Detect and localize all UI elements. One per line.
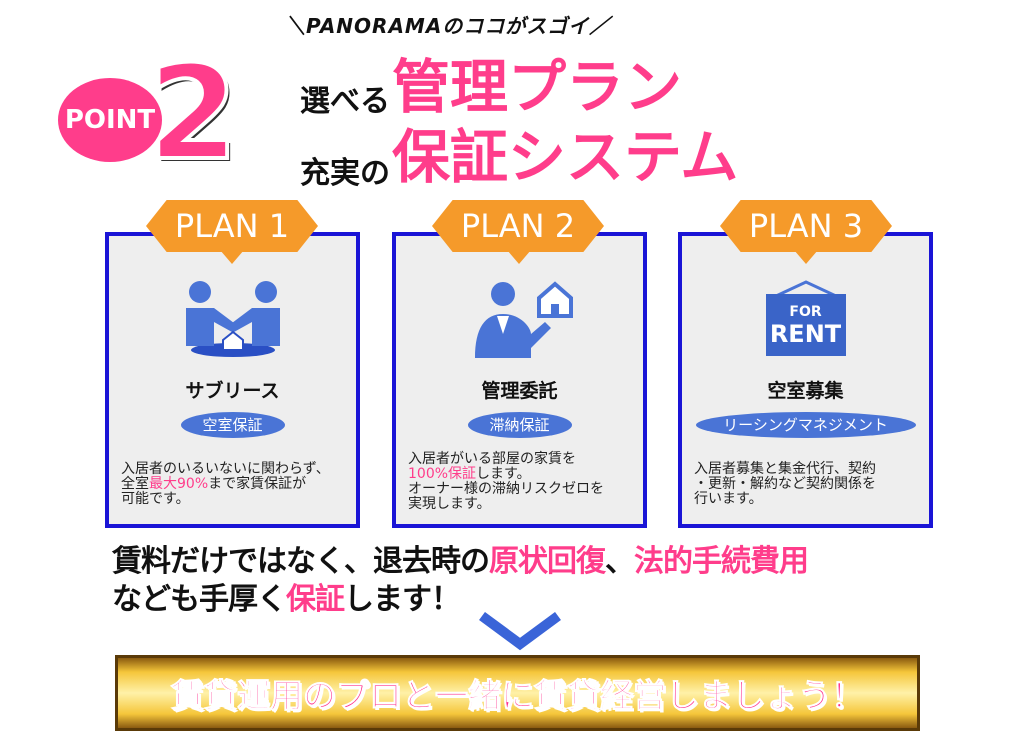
summary-text: 、 [605,544,635,579]
agent-with-house-icon [465,280,575,364]
cta-banner: 賃貸運用のプロと一緒に賃貸経営しましょう！ [115,655,920,731]
desc-text: 行います。 [694,491,763,507]
point-badge: POINT [58,78,162,162]
chevron-down-icon [479,612,561,651]
heading-2-prefix: 充実の [300,156,390,191]
point-number: 2 [146,37,240,189]
plan-tag-1: PLAN 1 [146,200,318,252]
desc-text: オーナー様の滞納リスクゼロを [408,481,604,497]
desc-text: 入居者募集と集金代行、契約 [694,461,876,477]
plan-pill: リーシングマネジメント [695,412,916,438]
desc-text: 実現します。 [408,496,491,512]
plan-description: 入居者のいるいないに関わらず、全室最大90%まで家賃保証が可能です。 [121,462,346,507]
desc-highlight: 100%保証 [408,466,477,482]
desc-highlight: 最大90% [149,476,209,492]
sign-text-for: FOR [789,304,822,320]
sign-text-rent: RENT [769,320,842,348]
plan-tag-3: PLAN 3 [720,200,892,252]
summary-highlight: 原状回復 [489,544,606,579]
summary-line-1: 賃料だけではなく、退去時の原状回復、法的手続費用 [112,536,809,580]
plan-pill: 空室保証 [180,412,285,438]
summary-text: します！ [344,582,461,617]
plan-title: サブリース [185,380,280,402]
summary-highlight: 保証 [286,582,345,617]
heading-2-main: 保証システム [392,123,739,191]
heading-1-prefix: 選べる [300,84,390,119]
desc-text: ・更新・解約など契約関係を [694,476,876,492]
heading-1-main: 管理プラン [392,53,683,121]
tag-pointer [507,250,531,264]
tag-pointer [220,250,244,264]
plan-title: 管理委託 [481,380,558,402]
plan-card-3: FOR RENT 空室募集 リーシングマネジメント 入居者募集と集金代行、契約・… [678,232,933,528]
plan-pill: 滞納保証 [467,412,572,438]
summary-highlight: 法的手続費用 [634,544,809,579]
summary-text: 賃料だけではなく、退去時の [112,544,490,579]
summary-text: なども手厚く [112,582,287,617]
desc-text: 可能です。 [121,491,190,507]
desc-text: 入居者がいる部屋の家賃を [408,451,576,467]
handshake-icon [178,280,288,364]
desc-text: 入居者のいるいないに関わらず、 [121,461,330,477]
plan-card-1: サブリース 空室保証 入居者のいるいないに関わらず、全室最大90%まで家賃保証が… [105,232,360,528]
banner-text: 賃貸運用のプロと一緒に賃貸経営しましょう！ [171,676,865,716]
desc-text: まで家賃保証が [208,476,307,492]
desc-text: します。 [476,466,531,482]
for-rent-sign-icon: FOR RENT [761,280,851,360]
tag-pointer [794,250,818,264]
point-label: POINT [64,105,156,135]
tagline: ＼PANORAMAのココがスゴイ／ [285,14,611,38]
plan-description: 入居者募集と集金代行、契約・更新・解約など契約関係を行います。 [694,462,919,507]
summary-line-2: なども手厚く保証します！ [112,574,461,618]
plan-tag-2: PLAN 2 [432,200,604,252]
desc-text: 全室 [121,476,149,492]
plan-title: 空室募集 [767,380,844,402]
